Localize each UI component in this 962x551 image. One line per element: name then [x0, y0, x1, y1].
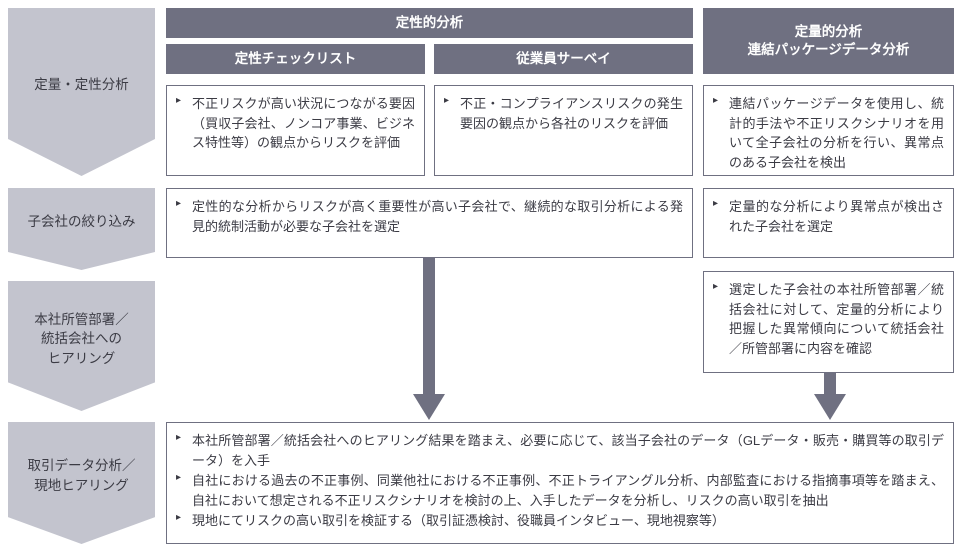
box-employee-survey-row1: 不正・コンプライアンスリスクの発生要因の観点から各社のリスクを評価	[434, 85, 693, 176]
bullet-item: 不正・コンプライアンスリスクの発生要因の観点から各社のリスクを評価	[443, 93, 683, 133]
stage-label-line: 取引データ分析／	[27, 458, 136, 474]
bullet-list: 不正リスクが高い状況につながる要因（買収子会社、ノンコア事業、ビジネス特性等）の…	[175, 93, 415, 153]
bullet-list: 不正・コンプライアンスリスクの発生要因の観点から各社のリスクを評価	[443, 93, 683, 133]
stage-hq-hearing: 本社所管部署／ 統括会社への ヒアリング	[8, 281, 155, 411]
stage-quant-qual-analysis: 定量・定性分析	[8, 8, 155, 176]
stage-label-line: 定量・定性分析	[34, 77, 129, 93]
stage-label-line: 本社所管部署／	[34, 311, 129, 327]
stage-label-line: 子会社の絞り込み	[27, 214, 136, 230]
bullet-item: 自社における過去の不正事例、同業他社における不正事例、不正トライアングル分析、内…	[175, 470, 944, 510]
arrow-head	[814, 394, 846, 420]
bullet-list: 定量的な分析により異常点が検出された子会社を選定	[712, 196, 944, 236]
arrow-head	[413, 394, 445, 420]
bullet-list: 連結パッケージデータを使用し、統計的手法や不正リスクシナリオを用いて全子会社の分…	[712, 93, 944, 172]
box-quantitative-row3: 選定した子会社の本社所管部署／統括会社に対して、定量的分析により把握した異常傾向…	[703, 271, 954, 373]
arrow-quantitative-to-bottom	[814, 373, 846, 420]
bullet-item: 本社所管部署／統括会社へのヒアリング結果を踏まえ、必要に応じて、該当子会社のデー…	[175, 430, 944, 470]
arrow-shaft	[423, 258, 435, 394]
stage-subsidiary-narrowing: 子会社の絞り込み	[8, 188, 155, 270]
bullet-item: 定性的な分析からリスクが高く重要性が高い子会社で、継続的な取引分析による発見的統…	[175, 196, 683, 236]
bullet-item: 不正リスクが高い状況につながる要因（買収子会社、ノンコア事業、ビジネス特性等）の…	[175, 93, 415, 153]
bullet-item: 連結パッケージデータを使用し、統計的手法や不正リスクシナリオを用いて全子会社の分…	[712, 93, 944, 172]
bullet-item: 現地にてリスクの高い取引を検証する（取引証憑検討、役職員インタビュー、現地視察等…	[175, 510, 944, 531]
header-employee-survey: 従業員サーベイ	[434, 44, 693, 74]
box-quantitative-row1: 連結パッケージデータを使用し、統計的手法や不正リスクシナリオを用いて全子会社の分…	[703, 85, 954, 176]
bullet-item: 定量的な分析により異常点が検出された子会社を選定	[712, 196, 944, 236]
stage-transaction-data-analysis: 取引データ分析／ 現地ヒアリング	[8, 422, 155, 544]
arrow-qualitative-to-bottom	[413, 258, 445, 420]
box-quantitative-row2: 定量的な分析により異常点が検出された子会社を選定	[703, 188, 954, 258]
header-quantitative-line: 連結パッケージデータ分析	[747, 42, 910, 57]
bullet-item: 選定した子会社の本社所管部署／統括会社に対して、定量的分析により把握した異常傾向…	[712, 279, 944, 358]
stage-label-line: ヒアリング	[47, 350, 116, 366]
header-qualitative-group: 定性的分析	[166, 8, 693, 38]
box-qualitative-row2: 定性的な分析からリスクが高く重要性が高い子会社で、継続的な取引分析による発見的統…	[166, 188, 693, 258]
box-transaction-data-analysis-row4: 本社所管部署／統括会社へのヒアリング結果を踏まえ、必要に応じて、該当子会社のデー…	[166, 422, 954, 544]
stage-label-line: 現地ヒアリング	[34, 478, 129, 493]
stage-label-line: 統括会社への	[41, 331, 122, 347]
header-quantitative-line: 定量的分析	[794, 23, 863, 39]
bullet-list: 選定した子会社の本社所管部署／統括会社に対して、定量的分析により把握した異常傾向…	[712, 279, 944, 358]
header-qualitative-checklist: 定性チェックリスト	[166, 44, 425, 74]
bullet-list: 定性的な分析からリスクが高く重要性が高い子会社で、継続的な取引分析による発見的統…	[175, 196, 683, 236]
bullet-list: 本社所管部署／統括会社へのヒアリング結果を踏まえ、必要に応じて、該当子会社のデー…	[175, 430, 944, 531]
box-qualitative-checklist-row1: 不正リスクが高い状況につながる要因（買収子会社、ノンコア事業、ビジネス特性等）の…	[166, 85, 425, 176]
arrow-shaft	[824, 373, 836, 394]
header-quantitative-analysis: 定量的分析 連結パッケージデータ分析	[703, 8, 954, 74]
